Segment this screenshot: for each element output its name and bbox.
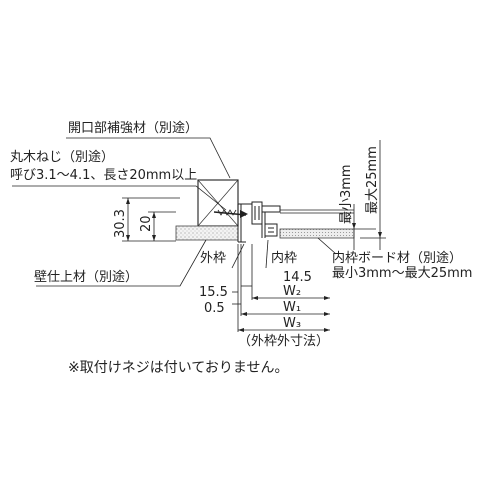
right-thickness-dimension: [352, 140, 386, 250]
outer-frame-section: [237, 201, 263, 243]
dim-15-5: 15.5: [199, 285, 228, 300]
screw-note: ※取付けネジは付いておりません。: [68, 360, 289, 376]
reinforcement-block: [197, 179, 239, 227]
min-thickness-label: 最小3mm: [339, 164, 354, 224]
left-dimension: [122, 197, 180, 242]
dim-14-5: 14.5: [283, 270, 312, 285]
width-dimensions: [232, 244, 330, 332]
max-thickness-label: 最大25mm: [365, 146, 380, 214]
screw-label-line2: 呼び3.1～4.1、長さ20mm以上: [10, 168, 198, 183]
inner-frame-board: [279, 228, 355, 239]
dim-20: 20: [139, 215, 154, 232]
wall-finish-label: 壁仕上材（別途）: [34, 270, 139, 285]
w1-label: W₁: [283, 300, 301, 315]
leader-lines: [12, 137, 337, 287]
dim-30-3: 30.3: [113, 209, 128, 238]
outer-size-label: （外枠外寸法）: [238, 334, 330, 349]
inner-frame-label: 内枠: [271, 251, 298, 266]
reinforcement-label: 開口部補強材（別途）: [68, 121, 199, 136]
screw: [213, 209, 248, 218]
dim-0-5: 0.5: [204, 301, 225, 316]
w2-label: W₂: [283, 284, 301, 299]
inner-frame-section: [261, 205, 281, 238]
board-label-line2: 最小3mm～最大25mm: [332, 266, 473, 281]
outer-frame-label: 外枠: [200, 251, 227, 266]
board-label-line1: 内枠ボード材（別途）: [332, 251, 463, 266]
screw-label-line1: 丸木ねじ（別途）: [10, 150, 115, 165]
w3-label: W₃: [283, 316, 301, 331]
wall-finish-board: [175, 225, 239, 241]
